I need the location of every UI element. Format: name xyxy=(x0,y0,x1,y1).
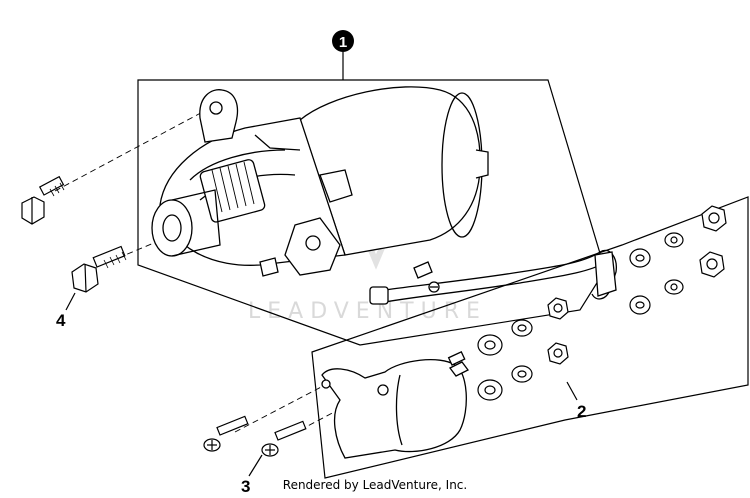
hex-nut xyxy=(547,342,569,365)
solenoid-screw-left xyxy=(203,415,249,452)
solenoid-screw-right xyxy=(261,420,307,457)
hex-nut xyxy=(699,251,725,278)
hardware-washers-nuts xyxy=(477,205,727,401)
flat-washer xyxy=(477,334,503,356)
hex-nut xyxy=(701,205,727,232)
flat-washer xyxy=(629,295,651,315)
starter-motor xyxy=(151,86,489,277)
leader-2 xyxy=(566,381,578,401)
callout-3-label: 3 xyxy=(241,477,250,496)
leader-3 xyxy=(248,454,263,477)
solenoid-kit-outline xyxy=(311,196,749,479)
mounting-bolt-lower xyxy=(71,245,127,293)
watermark-text: LEADVENTURE xyxy=(248,299,487,324)
callout-1-label: 1 xyxy=(339,34,347,51)
lock-washer xyxy=(664,279,684,295)
flat-washer xyxy=(629,248,651,268)
flat-washer xyxy=(477,379,503,401)
solenoid xyxy=(321,350,469,459)
callout-2-label: 2 xyxy=(577,402,586,421)
starter-wire-harness xyxy=(369,249,617,305)
lock-washer xyxy=(511,365,533,383)
callout-1: 1 xyxy=(332,30,354,52)
leader-lines xyxy=(65,52,578,477)
leader-4 xyxy=(65,292,76,311)
starter-assembly-outline xyxy=(137,79,606,346)
lock-washer xyxy=(511,319,533,337)
render-credit: Rendered by LeadVenture, Inc. xyxy=(282,478,468,492)
mounting-bolt-upper xyxy=(21,175,65,225)
callout-4-label: 4 xyxy=(56,311,66,330)
lock-washer xyxy=(664,232,684,248)
hex-nut xyxy=(547,297,569,320)
